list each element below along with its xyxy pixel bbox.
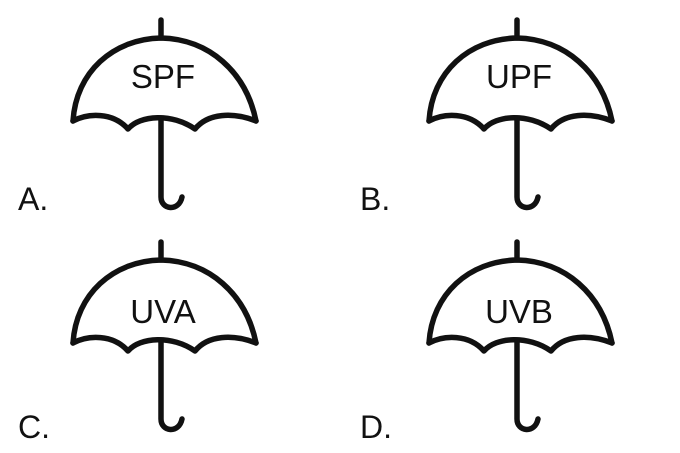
option-term: UVB	[485, 293, 553, 330]
option-letter: D.	[360, 409, 392, 445]
umbrella-icon: SPF	[70, 17, 259, 211]
option-letter: C.	[18, 409, 50, 445]
option-term: UPF	[486, 58, 552, 95]
option-term: SPF	[131, 58, 195, 95]
umbrella-icon: UVB	[426, 239, 615, 433]
umbrella-icon: UVA	[70, 239, 259, 433]
option-letter: A.	[18, 181, 49, 217]
option-letter: B.	[360, 181, 391, 217]
option-term: UVA	[130, 293, 195, 330]
umbrella-icon: UPF	[426, 17, 615, 211]
